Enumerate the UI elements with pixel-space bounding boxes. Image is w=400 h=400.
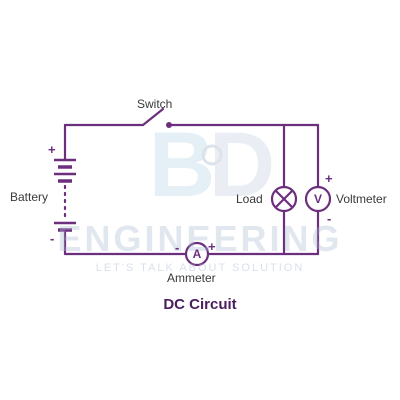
svg-text:D: D	[209, 114, 275, 216]
diagram-title: DC Circuit	[163, 296, 237, 313]
voltmeter-minus-sign: -	[327, 211, 332, 226]
switch-blade	[141, 107, 165, 127]
ammeter-plus-sign: +	[208, 239, 216, 254]
voltmeter-plus-sign: +	[325, 171, 333, 186]
svg-text:B: B	[149, 114, 215, 216]
load-label: Load	[236, 192, 263, 206]
switch-contact	[166, 122, 172, 128]
battery-label: Battery	[10, 190, 49, 204]
battery-minus-sign: -	[50, 231, 55, 246]
ammeter-symbol	[184, 241, 210, 267]
ammeter-letter: A	[192, 247, 202, 261]
load-lamp-symbol	[270, 185, 298, 213]
voltmeter-label: Voltmeter	[336, 192, 387, 206]
voltmeter-letter: V	[313, 192, 322, 206]
ammeter-minus-sign: -	[175, 240, 180, 255]
circuit-wires	[63, 107, 320, 256]
watermark-name: ENGINEERING	[57, 218, 343, 259]
ammeter-label: Ammeter	[167, 271, 216, 285]
watermark-tagline: LET'S TALK ABOUT SOLUTION	[95, 262, 305, 274]
switch-label: Switch	[137, 97, 173, 111]
watermark-logo: B D	[149, 114, 275, 216]
voltmeter-symbol	[304, 185, 332, 213]
battery-symbol	[54, 158, 76, 232]
battery-plus-sign: +	[48, 142, 56, 157]
